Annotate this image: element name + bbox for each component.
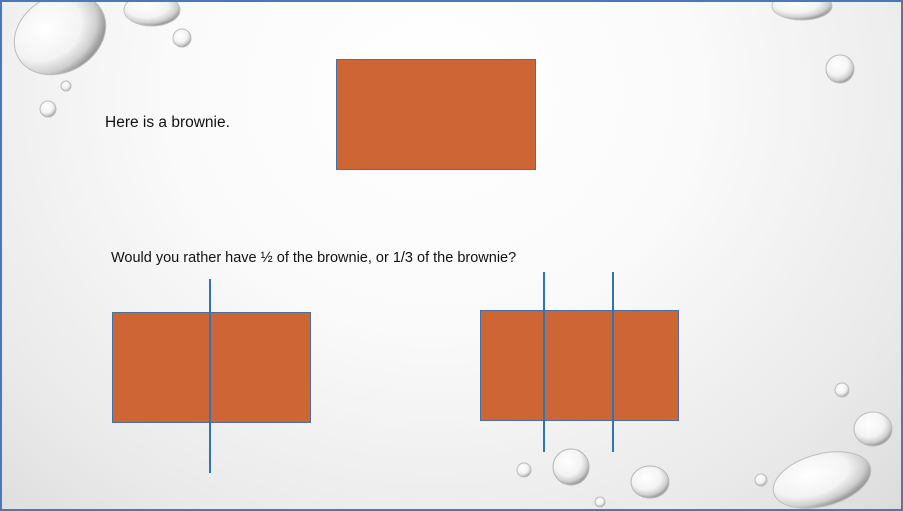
drop [754,473,768,487]
drop [172,28,192,48]
drop [516,462,532,478]
drop [123,2,181,27]
drop [825,54,855,84]
drop [630,465,670,499]
drop [594,496,606,508]
brownie-thirds [480,310,679,421]
third-cut-line-2 [612,272,614,452]
drop [853,411,893,447]
drop [772,451,872,509]
brownie-whole [336,59,536,170]
drop [39,100,57,118]
drop [834,382,850,398]
third-cut-line-1 [543,272,545,452]
drop-top-left-large [13,2,107,76]
half-cut-line [209,279,211,473]
question-text: Would you rather have ½ of the brownie, … [111,250,517,266]
drop [771,2,833,21]
drop [552,448,590,486]
brownie-halves [112,312,311,423]
drop [60,80,72,92]
intro-text: Here is a brownie. [105,114,230,131]
